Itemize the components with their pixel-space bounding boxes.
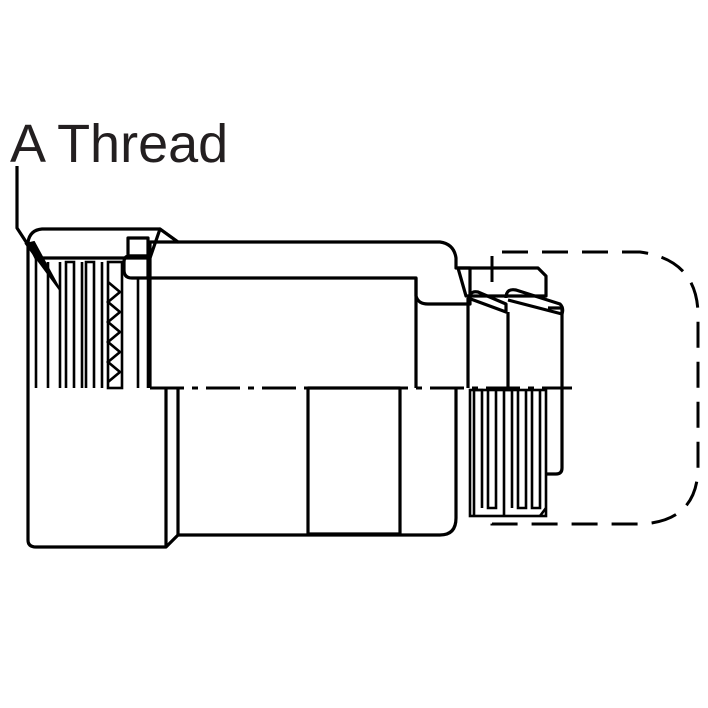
leader-line [15, 166, 32, 249]
knurled-grip [306, 386, 402, 536]
coupling-nut [26, 227, 180, 549]
a-thread-callout: A Thread [10, 114, 228, 291]
backshell-clamp [456, 266, 565, 518]
cable-outline-phantom [490, 250, 700, 526]
clamp-ribs [468, 388, 548, 518]
thread-fins [34, 258, 150, 390]
callout-label: A Thread [10, 114, 228, 174]
body-shell [148, 227, 472, 537]
